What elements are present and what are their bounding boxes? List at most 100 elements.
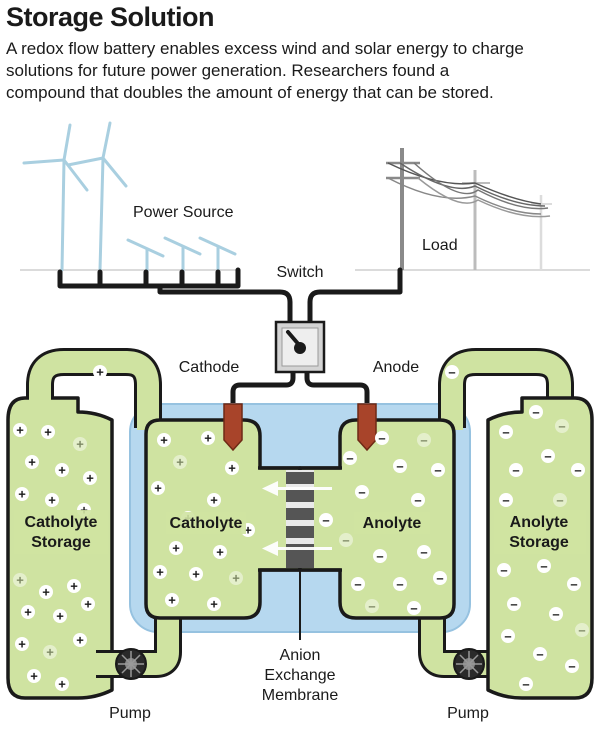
anode-electrode (357, 403, 377, 452)
svg-text:–: – (420, 545, 427, 560)
negative-ion-icon: – (431, 463, 445, 478)
catholyte-pipe-top-fill (29, 351, 159, 430)
ion-flow-arrow (262, 481, 332, 496)
negative-ion-icon: – (571, 463, 585, 478)
positive-ion-icon: + (15, 487, 29, 502)
switch-icon[interactable] (274, 320, 326, 374)
negative-ion-icon: – (499, 425, 513, 440)
svg-text:+: + (232, 571, 240, 586)
negative-ion-icon: – (355, 485, 369, 500)
negative-ion-icon: – (433, 571, 447, 586)
svg-text:+: + (42, 585, 50, 600)
svg-text:–: – (552, 607, 559, 622)
svg-text:+: + (84, 597, 92, 612)
pump-icon (115, 648, 147, 680)
svg-text:–: – (420, 433, 427, 448)
svg-text:+: + (58, 463, 66, 478)
power-line-wires (387, 162, 551, 218)
svg-text:+: + (58, 677, 66, 692)
svg-text:–: – (376, 549, 383, 564)
positive-ion-icon: + (213, 545, 227, 560)
utility-pole-icon (386, 148, 420, 270)
svg-text:–: – (368, 599, 375, 614)
svg-text:+: + (48, 493, 56, 508)
negative-ion-icon: – (499, 493, 513, 508)
cathode-electrode (223, 403, 243, 452)
svg-text:+: + (96, 365, 104, 380)
svg-text:+: + (18, 487, 26, 502)
svg-text:–: – (512, 463, 519, 478)
positive-ion-icon: + (53, 609, 67, 624)
anolyte-pipe-bottom-fill (421, 608, 506, 675)
positive-ion-icon: + (39, 585, 53, 600)
svg-text:–: – (414, 493, 421, 508)
svg-text:–: – (556, 493, 563, 508)
negative-ion-icon: – (373, 549, 387, 564)
svg-text:+: + (168, 593, 176, 608)
svg-text:+: + (210, 597, 218, 612)
negative-ion-icon: – (319, 513, 333, 528)
positive-ion-icon: + (93, 365, 107, 380)
anolyte-label: Anolyte (363, 515, 422, 532)
negative-ion-icon: – (575, 623, 589, 638)
svg-text:+: + (18, 637, 26, 652)
negative-ion-icon: – (541, 449, 555, 464)
negative-ion-icon: – (343, 451, 357, 466)
description-line: compound that doubles the amount of ener… (6, 83, 494, 102)
svg-text:+: + (24, 605, 32, 620)
svg-text:+: + (192, 567, 200, 582)
negative-ion-icon: – (555, 419, 569, 434)
svg-text:–: – (510, 597, 517, 612)
svg-text:–: – (558, 419, 565, 434)
svg-text:–: – (436, 571, 443, 586)
svg-text:–: – (346, 451, 353, 466)
svg-text:+: + (86, 471, 94, 486)
positive-ions: ++++++++++++++++++++++++++++++++++++ (13, 365, 255, 692)
cathode-label: Cathode (179, 359, 240, 376)
electrode-wire (230, 369, 370, 407)
membrane-label: Exchange (264, 667, 335, 684)
negative-ion-icon: – (519, 677, 533, 692)
svg-text:+: + (156, 565, 164, 580)
description-line: A redox flow battery enables excess wind… (6, 39, 524, 58)
positive-ion-icon: + (151, 481, 165, 496)
positive-ion-icon: + (13, 423, 27, 438)
ion-flow-arrow (262, 541, 332, 556)
anion-exchange-membrane (286, 470, 314, 568)
negative-ion-icon: – (339, 533, 353, 548)
negative-ion-icon: – (375, 431, 389, 446)
power-source-label: Power Source (133, 204, 234, 221)
positive-ion-icon: + (81, 597, 95, 612)
svg-text:–: – (540, 559, 547, 574)
svg-text:+: + (16, 573, 24, 588)
pump-left-label: Pump (109, 705, 151, 722)
svg-text:+: + (30, 669, 38, 684)
negative-ion-icon: – (417, 433, 431, 448)
svg-text:+: + (70, 579, 78, 594)
svg-text:–: – (504, 629, 511, 644)
positive-ion-icon: + (207, 597, 221, 612)
utility-pole-icon (462, 170, 490, 270)
svg-text:–: – (532, 405, 539, 420)
svg-text:+: + (176, 455, 184, 470)
svg-text:–: – (354, 577, 361, 592)
page-title: Storage Solution (6, 2, 215, 32)
negative-ion-icon: – (393, 459, 407, 474)
negative-ion-icon: – (537, 559, 551, 574)
svg-text:+: + (76, 437, 84, 452)
solar-panel-icon (198, 236, 237, 274)
positive-ion-icon: + (207, 493, 221, 508)
svg-text:–: – (448, 365, 455, 380)
negative-ion-icon: – (411, 493, 425, 508)
positive-ion-icon: + (21, 605, 35, 620)
svg-text:+: + (216, 545, 224, 560)
positive-ion-icon: + (41, 425, 55, 440)
svg-text:+: + (46, 645, 54, 660)
svg-text:+: + (204, 431, 212, 446)
negative-ion-icon: – (407, 601, 421, 616)
positive-ion-icon: + (73, 437, 87, 452)
positive-ion-icon: + (55, 677, 69, 692)
svg-text:–: – (378, 431, 385, 446)
positive-ion-icon: + (229, 571, 243, 586)
negative-ion-icon: – (567, 577, 581, 592)
